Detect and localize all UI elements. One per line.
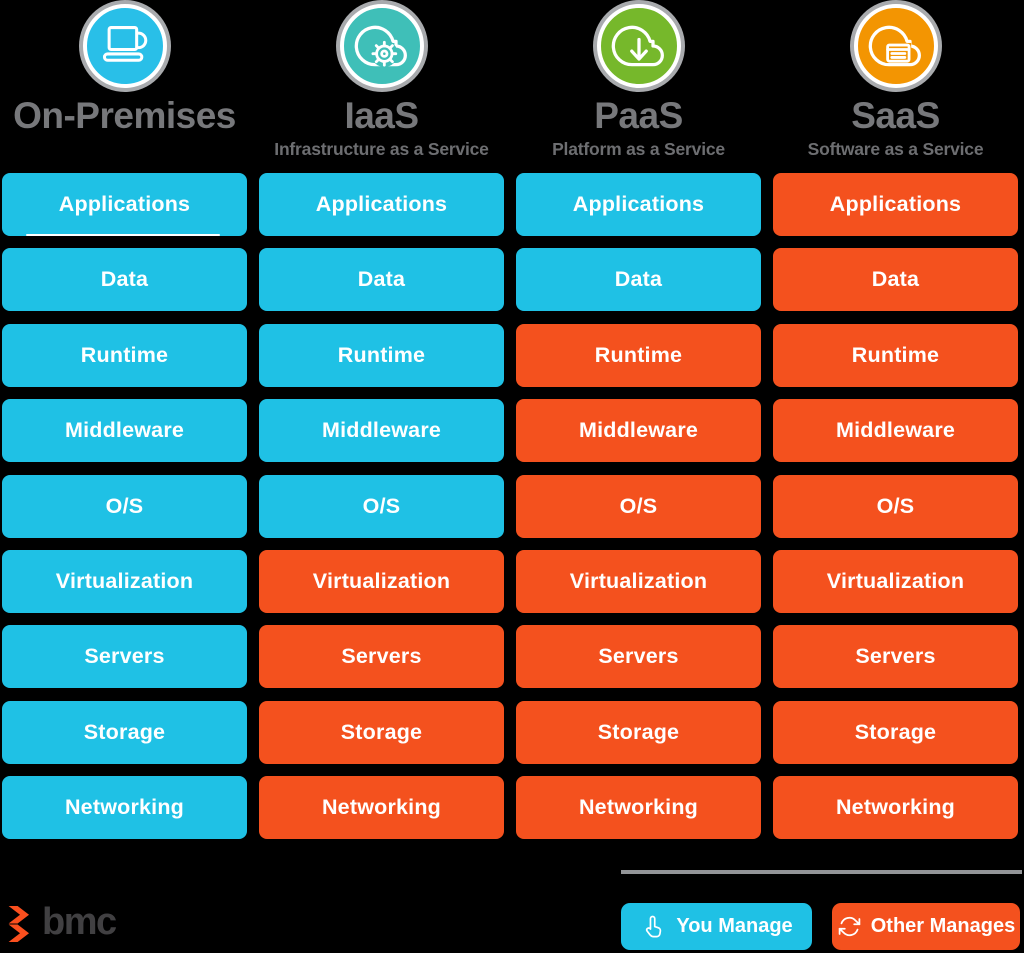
column-subtitle-on-premises xyxy=(2,139,247,159)
cell-paas-networking: Networking xyxy=(516,776,761,840)
column-subtitle-paas: Platform as a Service xyxy=(552,138,725,159)
legend-other-manages-button[interactable]: Other Manages xyxy=(832,903,1020,950)
cell-iaas-data: Data xyxy=(259,248,504,312)
cell-paas-o-s: O/S xyxy=(516,474,761,538)
cell-saas-runtime: Runtime xyxy=(773,323,1018,387)
bmc-logo-text: bmc xyxy=(42,901,117,943)
refresh-arrows-icon xyxy=(837,914,862,939)
column-subtitle-saas: Software as a Service xyxy=(807,138,984,159)
cell-iaas-storage: Storage xyxy=(259,700,504,764)
cell-paas-virtualization: Virtualization xyxy=(516,549,761,613)
cell-saas-virtualization: Virtualization xyxy=(773,549,1018,613)
cell-saas-data: Data xyxy=(773,248,1018,312)
cell-paas-servers: Servers xyxy=(516,625,761,689)
cell-iaas-networking: Networking xyxy=(259,776,504,840)
cell-iaas-virtualization: Virtualization xyxy=(259,549,504,613)
cell-iaas-o-s: O/S xyxy=(259,474,504,538)
cell-saas-o-s: O/S xyxy=(773,474,1018,538)
cell-paas-runtime: Runtime xyxy=(516,323,761,387)
applications-underline xyxy=(26,233,220,236)
cloud-app-icon xyxy=(853,4,938,88)
cell-iaas-applications: Applications xyxy=(259,173,504,236)
cell-on-premises-storage: Storage xyxy=(2,700,247,764)
bmc-logo: bmc xyxy=(5,901,117,947)
cell-saas-servers: Servers xyxy=(773,625,1018,689)
cell-on-premises-data: Data xyxy=(2,248,247,312)
column-title-paas: PaaS xyxy=(594,95,683,136)
cell-saas-storage: Storage xyxy=(773,700,1018,764)
legend-other-manages-label: Other Manages xyxy=(870,915,1016,937)
cell-iaas-servers: Servers xyxy=(259,625,504,689)
cell-on-premises-runtime: Runtime xyxy=(2,323,247,387)
cell-paas-data: Data xyxy=(516,248,761,312)
column-title-saas: SaaS xyxy=(851,95,940,136)
cell-saas-networking: Networking xyxy=(773,776,1018,840)
cell-on-premises-middleware: Middleware xyxy=(2,399,247,463)
column-subtitle-iaas: Infrastructure as a Service xyxy=(274,138,489,159)
column-title-on-premises: On-Premises xyxy=(13,95,236,136)
cell-paas-storage: Storage xyxy=(516,700,761,764)
legend-divider xyxy=(621,870,1022,874)
cloud-gear-icon xyxy=(339,4,424,88)
cell-on-premises-virtualization: Virtualization xyxy=(2,549,247,613)
column-title-iaas: IaaS xyxy=(344,95,419,136)
hand-tap-icon xyxy=(640,913,667,940)
cell-saas-applications: Applications xyxy=(773,173,1018,236)
cell-on-premises-o-s: O/S xyxy=(2,474,247,538)
cell-paas-middleware: Middleware xyxy=(516,399,761,463)
cell-iaas-middleware: Middleware xyxy=(259,399,504,463)
legend-you-manage-button[interactable]: You Manage xyxy=(621,903,812,950)
legend-you-manage-label: You Manage xyxy=(676,915,793,937)
cloud-download-icon xyxy=(596,4,681,88)
cell-on-premises-servers: Servers xyxy=(2,625,247,689)
cell-saas-middleware: Middleware xyxy=(773,399,1018,463)
bmc-logo-icon xyxy=(5,905,35,943)
cell-on-premises-applications: Applications xyxy=(2,173,247,236)
cell-iaas-runtime: Runtime xyxy=(259,323,504,387)
cell-on-premises-networking: Networking xyxy=(2,776,247,840)
laptop-icon xyxy=(82,4,167,88)
cell-paas-applications: Applications xyxy=(516,173,761,236)
